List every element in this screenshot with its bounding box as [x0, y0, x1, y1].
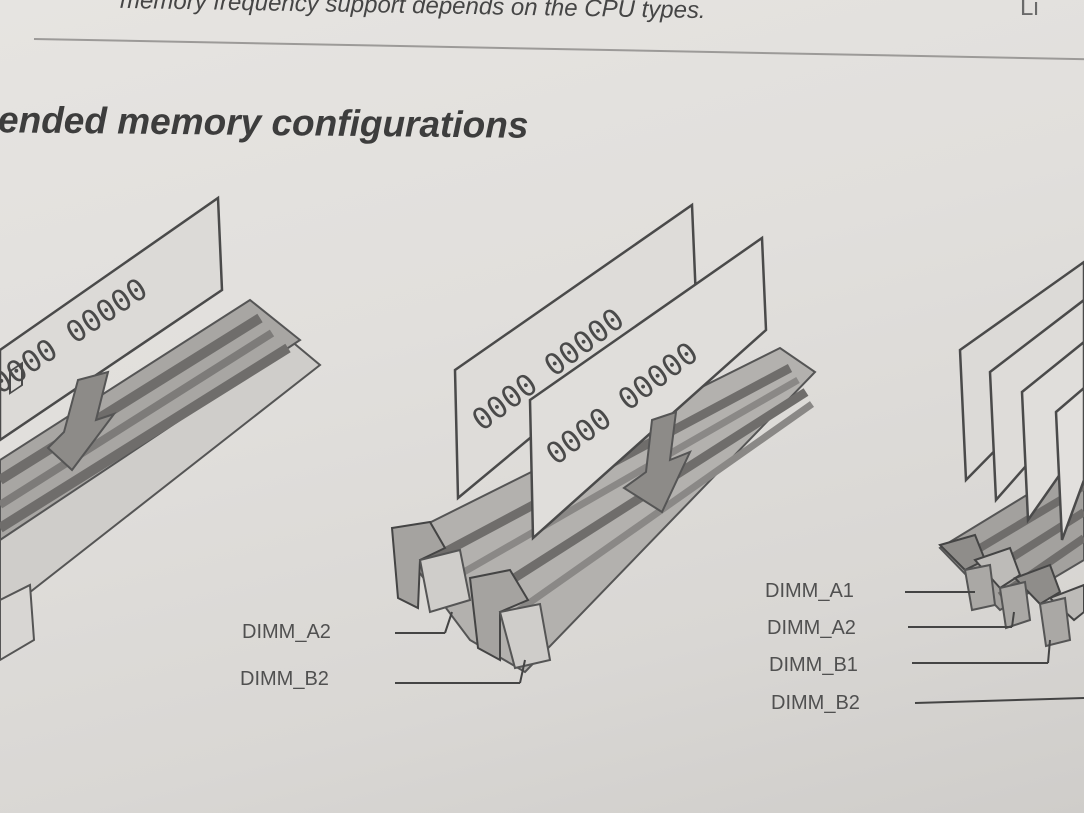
config2-label-dimm-b2: DIMM_B2 — [240, 668, 329, 690]
config-single-module: 0000 00000 — [0, 195, 322, 662]
config3-label-dimm-a1: DIMM_A1 — [765, 580, 854, 602]
config-two-modules: 0000 00000 0000 00000 — [390, 202, 817, 684]
intro-text-cut: Li — [1020, 0, 1039, 21]
config3-label-dimm-b1: DIMM_B1 — [769, 654, 858, 676]
config2-label-dimm-a2: DIMM_A2 — [242, 621, 331, 643]
config3-label-dimm-b2: DIMM_B2 — [771, 692, 860, 714]
config3-label-dimm-a2: DIMM_A2 — [767, 617, 856, 639]
config-four-modules — [905, 260, 1084, 704]
